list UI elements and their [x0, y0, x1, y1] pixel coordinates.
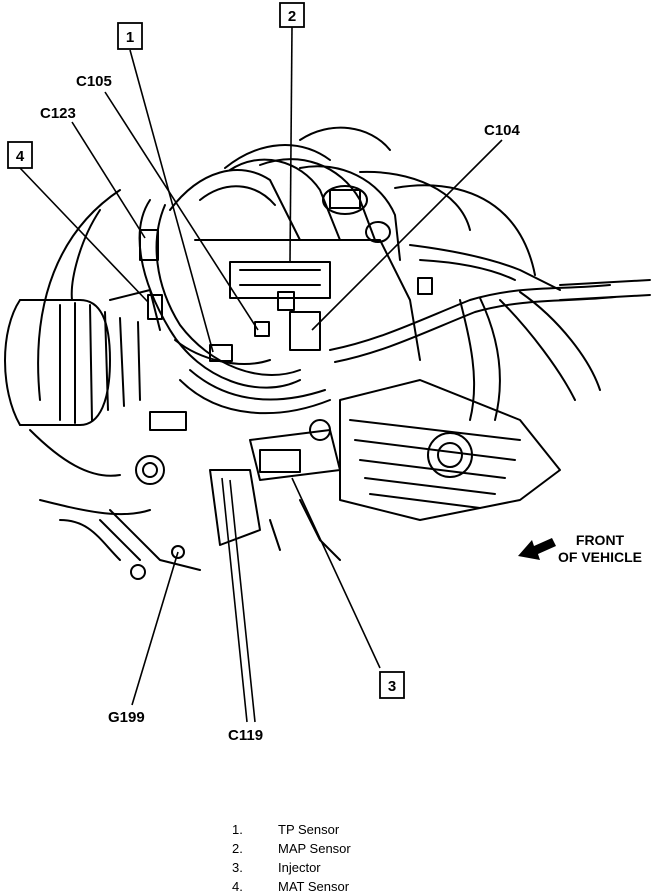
- legend-label: MAP Sensor: [278, 841, 351, 856]
- label-c123: C123: [40, 105, 76, 122]
- callout-box-1: 1: [117, 22, 143, 50]
- label-g199: G199: [108, 709, 145, 726]
- svg-text:3: 3: [388, 678, 396, 695]
- label-c104: C104: [484, 122, 521, 139]
- callout-box-2: 2: [279, 2, 305, 28]
- svg-text:4: 4: [16, 148, 25, 165]
- front-of-vehicle-label: FRONT OF VEHICLE: [558, 532, 642, 566]
- engine-illustration: [4, 126, 651, 580]
- front-arrow-icon: [518, 538, 556, 560]
- legend-number: 3.: [232, 860, 243, 875]
- legend-item: 1. TP Sensor: [232, 820, 472, 839]
- callout-box-3: 3: [379, 671, 405, 699]
- front-label-line1: FRONT: [575, 532, 625, 548]
- svg-text:1: 1: [126, 29, 134, 46]
- label-c119: C119: [228, 727, 263, 744]
- legend-item: 2. MAP Sensor: [232, 839, 472, 858]
- legend-number: 4.: [232, 879, 243, 894]
- legend-number: 2.: [232, 841, 243, 856]
- legend-number: 1.: [232, 822, 243, 837]
- legend-item: 4. MAT Sensor: [232, 877, 472, 896]
- legend-label: MAT Sensor: [278, 879, 350, 894]
- legend-label: TP Sensor: [278, 822, 340, 837]
- leader-lines: [19, 26, 503, 723]
- callout-box-4: 4: [7, 141, 33, 169]
- legend-item: 3. Injector: [232, 858, 472, 877]
- legend: 1. TP Sensor 2. MAP Sensor 3. Injector 4…: [232, 820, 472, 896]
- svg-text:2: 2: [288, 8, 296, 25]
- legend-label: Injector: [278, 860, 321, 875]
- front-label-line2: OF VEHICLE: [558, 549, 643, 565]
- label-c105: C105: [76, 73, 112, 90]
